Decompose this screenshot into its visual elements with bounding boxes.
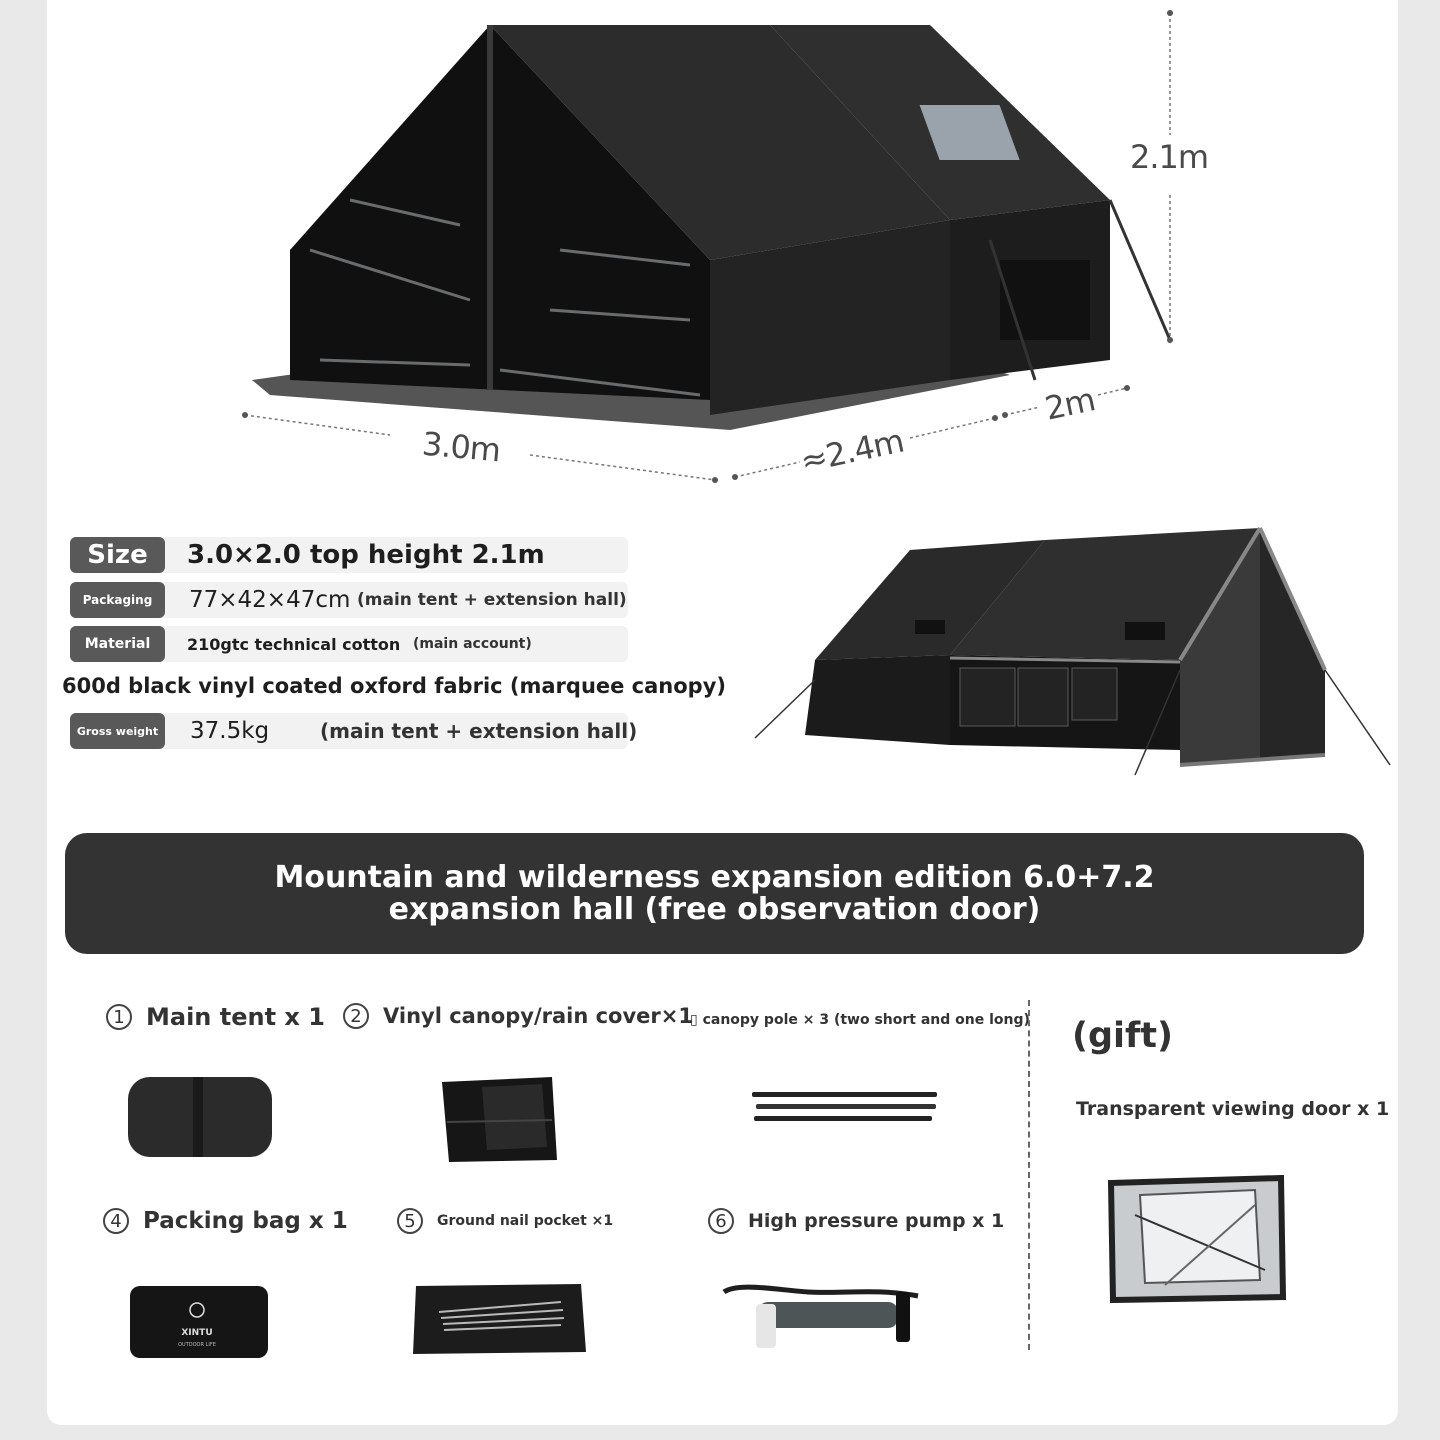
length-dimension: 3.0m — [420, 424, 502, 470]
spec-row-packaging: Packaging 77×42×47cm (main tent + extens… — [70, 582, 628, 618]
item-vinyl-canopy: 2 Vinyl canopy/rain cover×1 — [343, 1003, 693, 1029]
item-label: ▯ canopy pole × 3 (two short and one lon… — [690, 1012, 1030, 1028]
bag-logo-tagline: OUTDOOR LIFE — [178, 1342, 216, 1348]
item-canopy-pole: ▯ canopy pole × 3 (two short and one lon… — [690, 1012, 1030, 1028]
item-ground-nail-pocket: 5 Ground nail pocket ×1 — [397, 1208, 613, 1234]
item-label: Main tent x 1 — [146, 1003, 325, 1031]
item-number: 4 — [103, 1208, 129, 1234]
gift-title: (gift) — [1072, 1016, 1174, 1056]
packing-bag-image: XINTU OUTDOOR LIFE — [130, 1286, 268, 1358]
spec-row-gross-weight: Gross weight 37.5kg (main tent + extensi… — [70, 713, 637, 749]
item-label: Packing bag x 1 — [143, 1208, 348, 1234]
spec-value-size: 3.0×2.0 top height 2.1m — [187, 540, 545, 570]
spec-note-material: (main account) — [413, 636, 532, 652]
item-label: Ground nail pocket ×1 — [437, 1213, 614, 1229]
gift-divider — [1028, 1000, 1030, 1350]
item-main-tent: 1 Main tent x 1 — [106, 1003, 325, 1031]
item-number: 1 — [106, 1004, 132, 1030]
item-label: Vinyl canopy/rain cover×1 — [383, 1004, 693, 1028]
spec-material-extra: 600d black vinyl coated oxford fabric (m… — [62, 674, 727, 698]
ground-nail-pocket-image — [413, 1284, 586, 1354]
item-pump: 6 High pressure pump x 1 — [708, 1208, 1004, 1234]
item-number: 5 — [397, 1208, 423, 1234]
item-number: 2 — [343, 1003, 369, 1029]
bag-logo-brand: XINTU — [181, 1328, 212, 1338]
item-packing-bag: 4 Packing bag x 1 — [103, 1208, 348, 1234]
vinyl-canopy-image — [442, 1077, 557, 1162]
item-number: 6 — [708, 1208, 734, 1234]
spec-row-size: Size 3.0×2.0 top height 2.1m — [70, 537, 628, 573]
main-tent-roll-image — [128, 1077, 272, 1157]
spec-row-material: Material 210gtc technical cotton (main a… — [70, 626, 628, 662]
spec-tag-material: Material — [70, 626, 165, 662]
spec-tag-size: Size — [70, 537, 165, 573]
spec-note-packaging: (main tent + extension hall) — [357, 590, 627, 610]
edition-banner-text: Mountain and wilderness expansion editio… — [274, 859, 1155, 927]
height-dimension: 2.1m — [1130, 138, 1209, 176]
gift-label: Transparent viewing door x 1 — [1076, 1098, 1390, 1120]
spec-note-gross-weight: (main tent + extension hall) — [320, 719, 638, 743]
rear-tent-image — [754, 526, 1391, 776]
spec-tag-packaging: Packaging — [70, 582, 165, 618]
canopy-pole-image — [752, 1092, 937, 1121]
high-pressure-pump-image — [722, 1284, 919, 1348]
edition-banner: Mountain and wilderness expansion editio… — [65, 833, 1364, 954]
spec-value-material: 210gtc technical cotton — [187, 634, 401, 654]
spec-value-packaging: 77×42×47cm — [189, 587, 351, 613]
spec-value-gross-weight: 37.5kg — [190, 718, 270, 744]
item-label: High pressure pump x 1 — [748, 1210, 1005, 1232]
spec-tag-gross-weight: Gross weight — [70, 713, 165, 749]
hero-tent-image — [242, 10, 1173, 483]
transparent-door-image — [1107, 1175, 1287, 1303]
